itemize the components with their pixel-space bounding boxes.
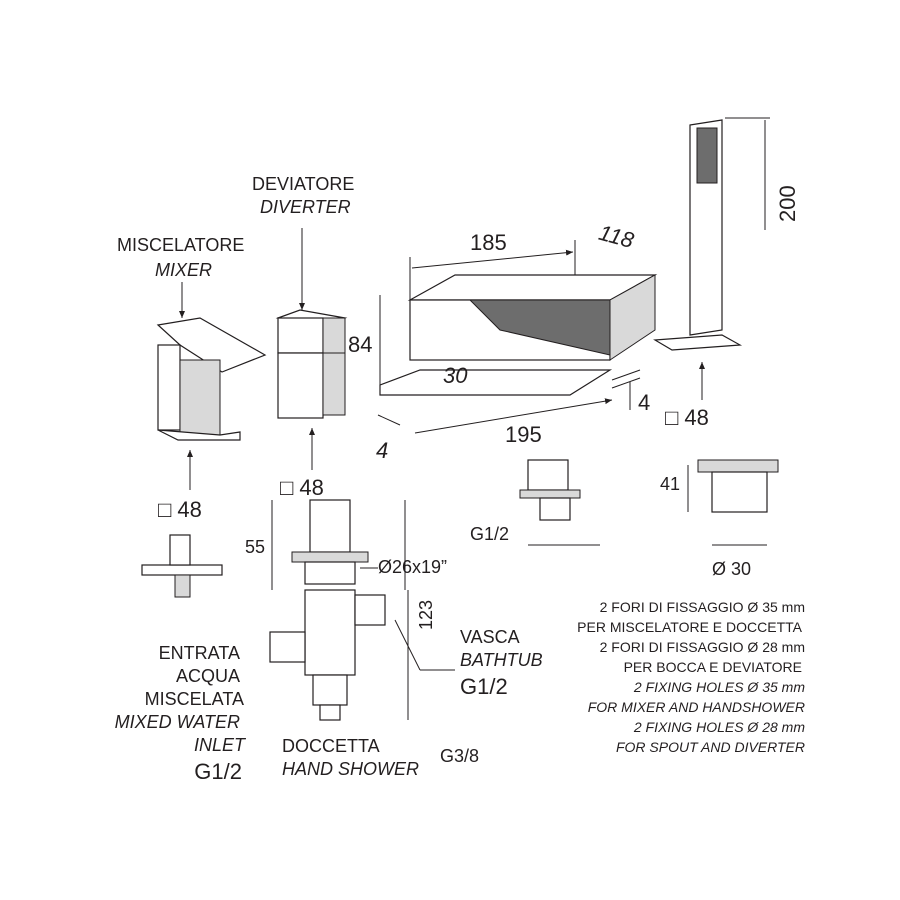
dim-diverter-base: □ 48 — [280, 475, 324, 500]
inlet-label-line: MISCELATA — [145, 689, 244, 709]
inlet-label-line: ENTRATA — [159, 643, 240, 663]
mixer-label-it: MISCELATORE — [117, 235, 244, 255]
handshower-drawing — [653, 117, 779, 546]
bathtub-label-it: VASCA — [460, 627, 520, 647]
dim-plate-thickness: 4 — [638, 390, 650, 415]
inlet-label: ENTRATA ACQUA MISCELATA MIXED WATER INLE… — [115, 643, 247, 784]
dim-diverter-thread: Ø26x19” — [378, 557, 447, 577]
diverter-drawing — [269, 228, 455, 721]
note-line: FOR SPOUT AND DIVERTER — [616, 739, 805, 755]
note-line: 2 FIXING HOLES Ø 28 mm — [633, 719, 805, 735]
fixing-notes: 2 FORI DI FISSAGGIO Ø 35 mm PER MISCELAT… — [577, 599, 805, 755]
note-line: 2 FORI DI FISSAGGIO Ø 35 mm — [600, 599, 805, 615]
dim-mixer-base: □ 48 — [158, 497, 202, 522]
dim-spout-height: 84 — [348, 332, 372, 357]
bathtub-thread: G1/2 — [460, 674, 508, 699]
dim-spout-width: 185 — [470, 230, 507, 255]
dim-plate-thickness-left: 4 — [376, 438, 388, 463]
mixer-drawing — [141, 282, 267, 598]
dim-diverter-body: 123 — [416, 600, 436, 630]
shower-label-en: HAND SHOWER — [282, 759, 419, 779]
diverter-label-en: DIVERTER — [260, 197, 351, 217]
note-line: FOR MIXER AND HANDSHOWER — [588, 699, 805, 715]
dim-spout-angle: 30 — [443, 363, 468, 388]
note-line: PER BOCCA E DEVIATORE — [624, 659, 802, 675]
dim-flange-height: 41 — [660, 474, 680, 494]
dim-flange-diameter: Ø 30 — [712, 559, 751, 579]
mixer-label-en: MIXER — [155, 260, 212, 280]
inlet-thread: G1/2 — [194, 759, 242, 784]
dim-handshower-height: 200 — [775, 185, 800, 222]
dim-diverter-shank: 55 — [245, 537, 265, 557]
bathtub-label-en: BATHTUB — [460, 650, 543, 670]
dim-handshower-base: □ 48 — [665, 405, 709, 430]
inlet-label-line: MIXED WATER — [115, 712, 240, 732]
note-line: 2 FIXING HOLES Ø 35 mm — [633, 679, 805, 695]
note-line: 2 FORI DI FISSAGGIO Ø 28 mm — [600, 639, 805, 655]
diverter-label-it: DEVIATORE — [252, 174, 354, 194]
shower-thread: G3/8 — [440, 746, 479, 766]
shower-label-it: DOCCETTA — [282, 736, 380, 756]
dim-plate-width: 195 — [505, 422, 542, 447]
note-line: PER MISCELATORE E DOCCETTA — [577, 619, 802, 635]
dim-spout-depth: 118 — [596, 220, 637, 253]
inlet-label-line: ACQUA — [176, 666, 240, 686]
dim-spout-thread: G1/2 — [470, 524, 509, 544]
spout-drawing — [377, 240, 658, 546]
inlet-label-line: INLET — [194, 735, 247, 755]
